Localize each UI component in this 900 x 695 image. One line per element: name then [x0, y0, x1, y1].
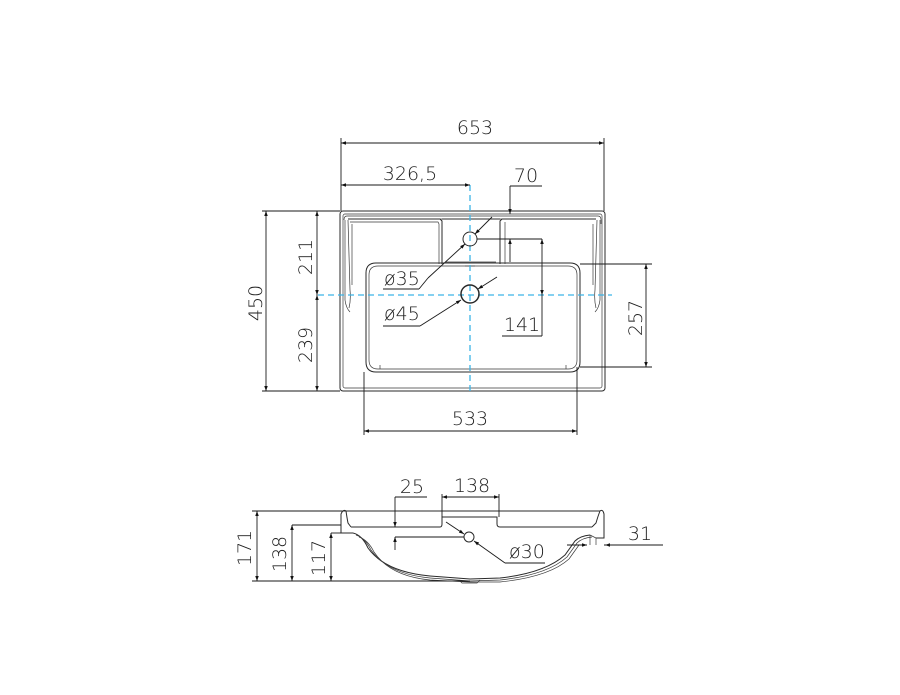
dim-overall-depth: 450 — [245, 210, 340, 392]
dim-half-width: 326,5 — [341, 163, 470, 187]
dim-deck-width: 138 — [441, 475, 500, 517]
basin-outline — [339, 210, 606, 392]
svg-text:141: 141 — [504, 314, 540, 336]
dim-overall-width: 653 — [340, 117, 605, 211]
svg-text:326,5: 326,5 — [383, 163, 437, 185]
svg-text:25: 25 — [400, 476, 424, 498]
drain-hole — [460, 284, 480, 304]
dim-bowl-width: 533 — [363, 367, 578, 435]
dim-depth-239: 239 — [295, 295, 319, 391]
svg-text:70: 70 — [514, 165, 538, 187]
svg-text:450: 450 — [245, 285, 267, 321]
side-profile — [340, 509, 605, 584]
svg-text:138: 138 — [454, 475, 490, 497]
dim-height-117: 117 — [308, 532, 341, 581]
dim-total-height: 171 — [234, 510, 470, 582]
svg-text:653: 653 — [457, 117, 493, 139]
dim-overflow-diameter: ø30 — [445, 521, 545, 564]
top-view: 653 326,5 70 141 450 — [245, 117, 652, 435]
svg-text:239: 239 — [295, 327, 317, 363]
dim-drain-diameter: ø45 — [383, 276, 498, 327]
side-view: 171 138 117 25 138 — [234, 475, 663, 584]
dim-tap-to-drain: 141 — [502, 239, 544, 337]
svg-text:31: 31 — [628, 523, 652, 545]
dim-depth-211: 211 — [295, 211, 319, 295]
dim-overflow-offset: 25 — [393, 476, 464, 550]
svg-text:533: 533 — [452, 408, 488, 430]
svg-text:138: 138 — [269, 536, 291, 572]
svg-text:ø35: ø35 — [384, 268, 420, 290]
svg-text:ø30: ø30 — [509, 541, 545, 563]
dim-height-138: 138 — [269, 524, 341, 581]
dim-bowl-depth: 257 — [580, 263, 652, 368]
dim-tap-offset: 70 — [477, 165, 542, 262]
dim-rim-offset: 31 — [567, 523, 663, 547]
svg-text:211: 211 — [295, 239, 317, 275]
svg-text:257: 257 — [625, 300, 647, 336]
svg-text:117: 117 — [308, 540, 330, 576]
svg-text:ø45: ø45 — [384, 303, 420, 325]
dim-tap-hole-diameter: ø35 — [383, 216, 493, 290]
overflow-hole — [463, 531, 475, 543]
svg-text:171: 171 — [234, 530, 256, 566]
